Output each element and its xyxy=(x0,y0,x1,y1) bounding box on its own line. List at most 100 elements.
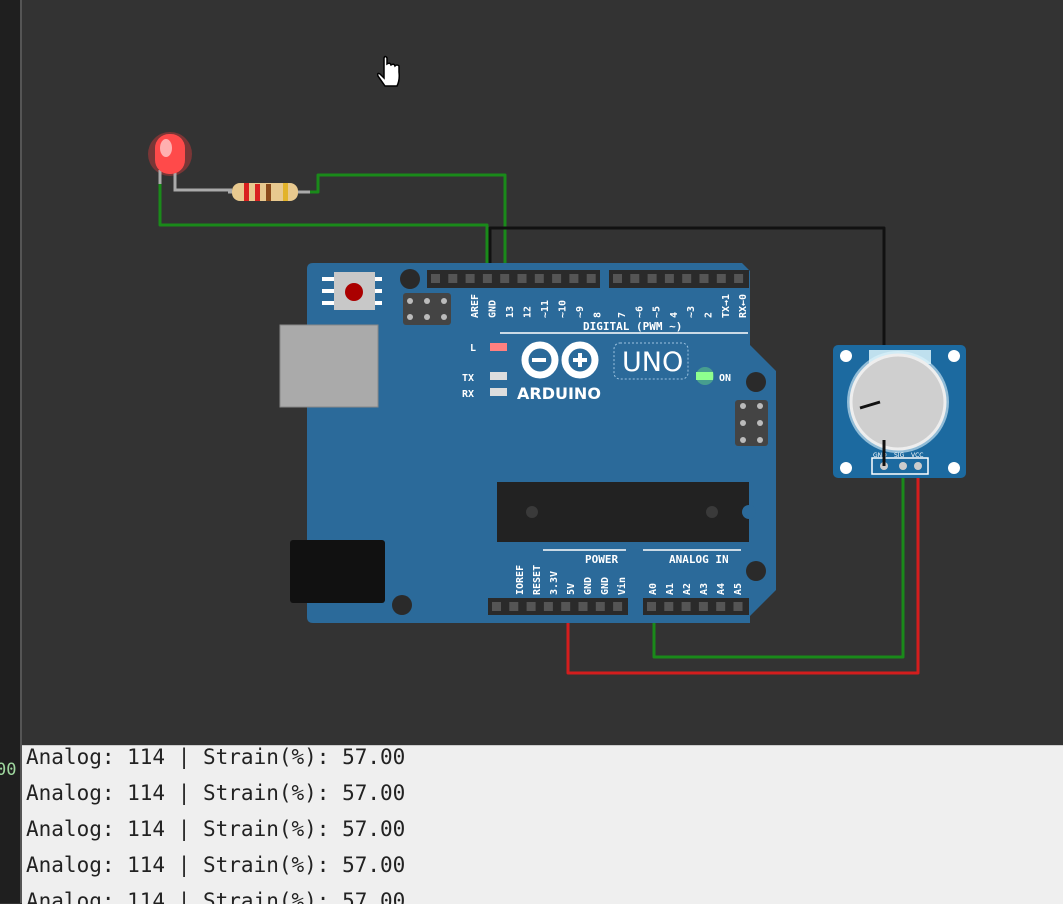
serial-line: Analog: 114 | Strain(%): 57.00 xyxy=(26,817,406,841)
serial-line: Analog: 114 | Strain(%): 57.00 xyxy=(26,781,406,805)
wire-pot-sig-a0[interactable] xyxy=(652,466,905,659)
pin-label: 8 xyxy=(593,312,604,318)
led-l-label: L xyxy=(470,343,476,354)
usb-port xyxy=(279,324,379,408)
header-pin[interactable] xyxy=(630,274,640,283)
red-led[interactable] xyxy=(148,132,232,192)
power-header xyxy=(488,598,628,615)
header-pin[interactable] xyxy=(534,274,544,283)
pin-label: 2 xyxy=(704,312,715,318)
editor-gutter: 00 xyxy=(0,0,22,903)
atmega-chip xyxy=(497,482,756,542)
pin-label: ~9 xyxy=(575,306,586,318)
potentiometer-module[interactable]: GND SIG VCC xyxy=(833,345,966,478)
serial-monitor[interactable]: Analog: 114 | Strain(%): 57.00 Analog: 1… xyxy=(22,745,1063,904)
led-rx-label: RX xyxy=(462,389,474,400)
header-pin[interactable] xyxy=(716,274,726,283)
serial-line: Analog: 114 | Strain(%): 57.00 xyxy=(26,853,406,877)
analog-title: ANALOG IN xyxy=(669,553,729,566)
header-pin[interactable] xyxy=(543,602,553,611)
board-name: UNO xyxy=(622,347,683,378)
header-pin[interactable] xyxy=(431,274,440,283)
header-pin[interactable] xyxy=(552,274,562,283)
pin-label: ~11 xyxy=(540,300,551,318)
pin-label: A1 xyxy=(665,583,676,595)
header-pin[interactable] xyxy=(682,274,692,283)
reset-button[interactable] xyxy=(322,272,382,310)
pin-label: 5V xyxy=(566,583,577,595)
analog-header xyxy=(643,598,749,615)
header-pin[interactable] xyxy=(448,274,458,283)
led-tx xyxy=(490,372,507,380)
pin-label: A2 xyxy=(682,583,693,595)
wire-led-gnd[interactable] xyxy=(158,182,489,282)
header-pin[interactable] xyxy=(664,274,674,283)
hand-cursor-icon xyxy=(377,55,400,87)
header-pin[interactable] xyxy=(681,602,691,611)
header-pin[interactable] xyxy=(699,274,709,283)
header-pin[interactable] xyxy=(509,602,519,611)
pin-label: ~3 xyxy=(686,306,697,318)
header-pin[interactable] xyxy=(613,602,623,611)
led-l xyxy=(490,343,507,351)
led-on-label: ON xyxy=(719,373,731,384)
digital-header-right xyxy=(609,270,749,288)
header-pin[interactable] xyxy=(586,274,596,283)
brand-label: ARDUINO xyxy=(517,384,601,403)
pin-label: 4 xyxy=(669,312,680,318)
header-pin[interactable] xyxy=(569,274,579,283)
pin-label: RESET xyxy=(532,565,543,595)
pin-label: TX→1 xyxy=(721,294,732,318)
header-pin[interactable] xyxy=(613,274,622,283)
header-pin[interactable] xyxy=(733,602,743,611)
pin-label: 7 xyxy=(617,312,628,318)
pin-label: AREF xyxy=(470,294,481,318)
pin-label: GND xyxy=(600,577,611,595)
resistor[interactable] xyxy=(228,183,310,201)
digital-title: DIGITAL (PWM ~) xyxy=(583,320,682,333)
pin-label: A5 xyxy=(733,583,744,595)
pin-label: ~5 xyxy=(652,306,663,318)
header-pin[interactable] xyxy=(500,274,510,283)
pin-label: RX←0 xyxy=(738,294,749,318)
header-pin[interactable] xyxy=(517,274,527,283)
pot-pin-gnd: GND xyxy=(873,452,887,459)
serial-line: Analog: 114 | Strain(%): 57.00 xyxy=(26,889,406,904)
header-pin[interactable] xyxy=(698,602,708,611)
header-pin[interactable] xyxy=(716,602,726,611)
header-pin[interactable] xyxy=(465,274,475,283)
led-tx-label: TX xyxy=(462,373,474,384)
pot-knob[interactable] xyxy=(849,353,947,451)
pin-label: A0 xyxy=(648,583,659,595)
line-number: 00 xyxy=(0,760,17,780)
power-title: POWER xyxy=(585,553,618,566)
wire-pot-vcc-5v[interactable] xyxy=(566,466,920,675)
header-pin[interactable] xyxy=(578,602,588,611)
pin-label: 12 xyxy=(523,306,534,318)
pin-label: Vin xyxy=(616,577,628,595)
pin-label: IOREF xyxy=(515,565,526,595)
led-rx xyxy=(490,388,507,396)
header-pin[interactable] xyxy=(664,602,674,611)
header-pin[interactable] xyxy=(595,602,605,611)
pin-label: ~10 xyxy=(558,300,569,318)
pin-label: A4 xyxy=(716,583,727,595)
pin-label: ~6 xyxy=(634,306,645,318)
serial-line: Analog: 114 | Strain(%): 57.00 xyxy=(26,745,406,769)
arduino-logo-icon xyxy=(521,341,599,379)
pin-label: GND xyxy=(488,300,499,318)
pin-label: GND xyxy=(583,577,594,595)
header-pin[interactable] xyxy=(492,602,501,611)
header-pin[interactable] xyxy=(734,274,744,283)
pin-label: 3.3V xyxy=(549,571,560,595)
header-pin[interactable] xyxy=(647,602,656,611)
pot-pin-sig: SIG xyxy=(894,452,905,459)
header-pin[interactable] xyxy=(561,602,571,611)
header-pin[interactable] xyxy=(526,602,536,611)
header-pin[interactable] xyxy=(647,274,657,283)
header-pin[interactable] xyxy=(482,274,492,283)
wire-resistor-pin13[interactable] xyxy=(300,173,507,282)
pot-pin-vcc: VCC xyxy=(911,452,923,459)
